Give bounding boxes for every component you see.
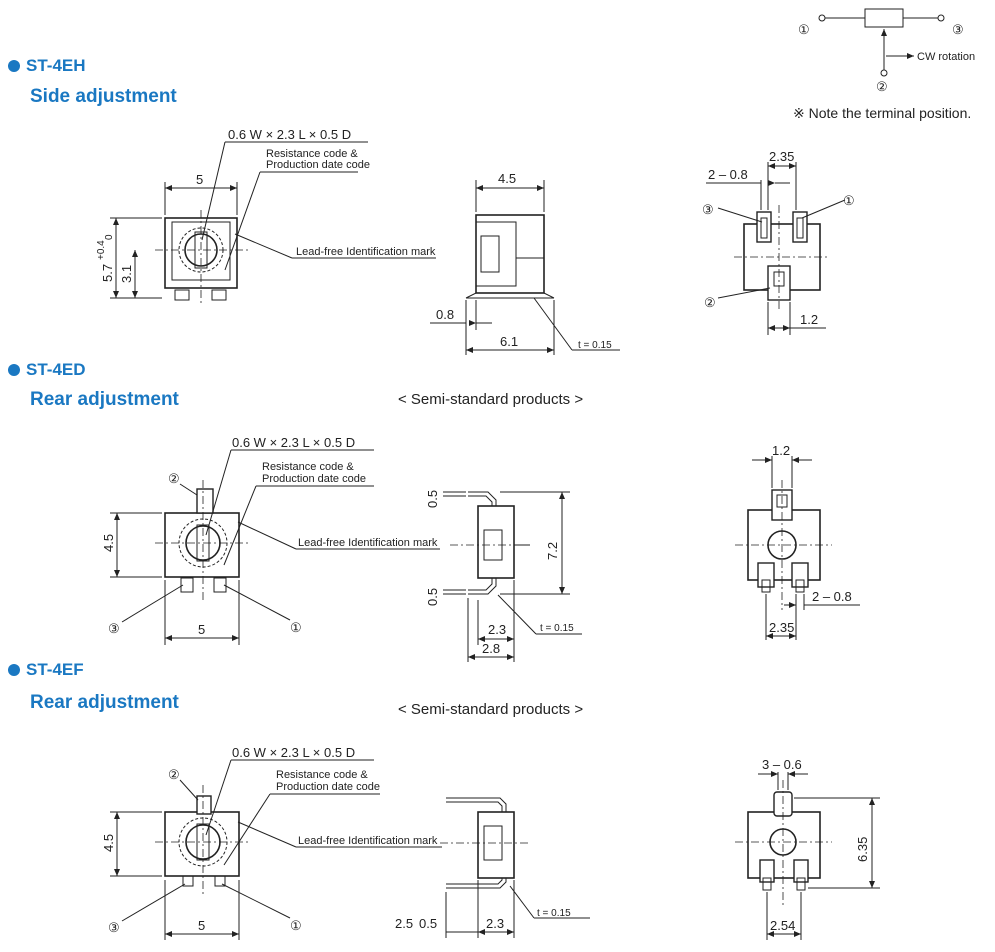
st4ef-leadfree-label: Lead-free Identification mark [298,835,438,847]
st4ed-width: 5 [198,622,205,637]
st4eh-bottom-width: 1.2 [800,312,818,327]
schematic-terminal-2: ② [876,79,888,94]
st4ef-side-d3: 2.3 [486,916,504,931]
model-label: ST-4EF [26,660,84,679]
st4eh-bottom-t3: ③ [702,202,714,217]
st4eh-front-view: 5 5.7 +0.4 0 3.1 0.6 W × 2.3 L × 0.5 D R… [96,127,436,305]
st4ef-bottom-pins: 3 – 0.6 [762,757,802,772]
st4ed-code-label-1: Resistance code & [262,461,354,473]
st4ed-side-bottom-lead: 0.5 [425,588,440,606]
st4ed-side-top-lead: 0.5 [425,490,440,508]
model-heading-st4ed: ST-4ED [8,360,86,380]
st4ed-height: 4.5 [101,534,116,552]
resistor-schematic: ① ③ ② CW rotation ※ Note the terminal po… [793,8,975,121]
st4eh-side-view: 4.5 0.8 6.1 t = 0.15 [430,171,620,355]
cw-rotation-label: CW rotation [917,51,975,63]
st4eh-wiper-spec: 0.6 W × 2.3 L × 0.5 D [228,127,351,142]
model-label: ST-4ED [26,360,86,379]
st4eh-code-label-1: Resistance code & [266,148,358,160]
st4ed-t1: ① [290,620,302,635]
adjustment-heading-st4ef: Rear adjustment [30,692,179,713]
st4ed-side-view: 0.5 0.5 7.2 2.3 2.8 t = 0.15 [425,490,582,662]
st4ed-side-height: 7.2 [545,542,560,560]
schematic-terminal-3: ③ [952,22,964,37]
st4eh-side-thickness: t = 0.15 [578,340,612,351]
st4eh-bottom-t1: ① [843,193,855,208]
st4ef-t2: ② [168,767,180,782]
terminal-note: ※ Note the terminal position. [793,105,971,121]
st4eh-width: 5 [196,172,203,187]
st4ed-front-view: 4.5 5 ② ③ ① 0.6 W × 2.3 L × 0.5 D Resist… [101,435,440,645]
st4eh-bottom-pitch: 2.35 [769,149,794,164]
bullet-dot-icon [8,664,20,676]
schematic-terminal-1: ① [798,22,810,37]
st4ef-code-label-1: Resistance code & [276,769,368,781]
adjustment-heading-st4eh: Side adjustment [30,86,177,107]
st4ef-side-view: 2.5 0.5 2.3 t = 0.15 [395,797,590,938]
st4ed-t2: ② [168,471,180,486]
st4ed-side-thickness: t = 0.15 [540,623,574,634]
st4ed-side-d2: 2.8 [482,641,500,656]
st4eh-height: 5.7 [100,264,115,282]
st4ef-wiper-spec: 0.6 W × 2.3 L × 0.5 D [232,745,355,760]
bullet-dot-icon [8,60,20,72]
st4ed-bottom-width: 1.2 [772,443,790,458]
st4eh-bottom-view: 2.35 2 – 0.8 1.2 ③ ① ② [702,149,855,335]
st4eh-leadfree-label: Lead-free Identification mark [296,246,436,258]
st4ed-bottom-pitch: 2.35 [769,620,794,635]
st4eh-side-lead: 0.8 [436,307,454,322]
bullet-dot-icon [8,364,20,376]
st4eh-side-bottom: 6.1 [500,334,518,349]
st4ef-front-view: 4.5 5 ② ③ ① 0.6 W × 2.3 L × 0.5 D Resist… [101,745,442,940]
st4eh-code-label-2: Production date code [266,159,370,171]
st4ed-code-label-2: Production date code [262,473,366,485]
st4ef-t1: ① [290,918,302,933]
st4ef-code-label-2: Production date code [276,781,380,793]
adjustment-heading-st4ed: Rear adjustment [30,389,179,410]
st4ef-side-thickness: t = 0.15 [537,908,571,919]
st4ed-bottom-pin: 2 – 0.8 [812,589,852,604]
model-label: ST-4EH [26,56,86,75]
semi-standard-label: < Semi-standard products > [398,391,584,408]
st4eh-side-top: 4.5 [498,171,516,186]
st4eh-bottom-pin: 2 – 0.8 [708,167,748,182]
st4ef-bottom-pitch: 2.54 [770,918,795,933]
st4ed-side-d1: 2.3 [488,622,506,637]
st4ef-height: 4.5 [101,834,116,852]
st4ed-wiper-spec: 0.6 W × 2.3 L × 0.5 D [232,435,355,450]
model-heading-st4eh: ST-4EH [8,56,86,76]
st4eh-bottom-t2: ② [704,295,716,310]
st4eh-center-height: 3.1 [119,265,134,283]
st4ed-leadfree-label: Lead-free Identification mark [298,537,438,549]
semi-standard-label: < Semi-standard products > [398,701,584,718]
st4ef-side-d2: 0.5 [419,916,437,931]
st4ed-bottom-view: 1.2 2 – 0.8 2.35 [735,443,860,640]
st4ef-width: 5 [198,918,205,933]
st4ef-side-d1: 2.5 [395,916,413,931]
st4eh-height-tol-upper: +0.4 [96,240,107,260]
st4eh-height-tol-lower: 0 [104,234,115,240]
st4ef-bottom-view: 3 – 0.6 6.35 2.54 [735,757,880,940]
st4ef-bottom-height: 6.35 [855,837,870,862]
model-heading-st4ef: ST-4EF [8,660,84,680]
st4ef-t3: ③ [108,920,120,935]
st4ed-t3: ③ [108,621,120,636]
